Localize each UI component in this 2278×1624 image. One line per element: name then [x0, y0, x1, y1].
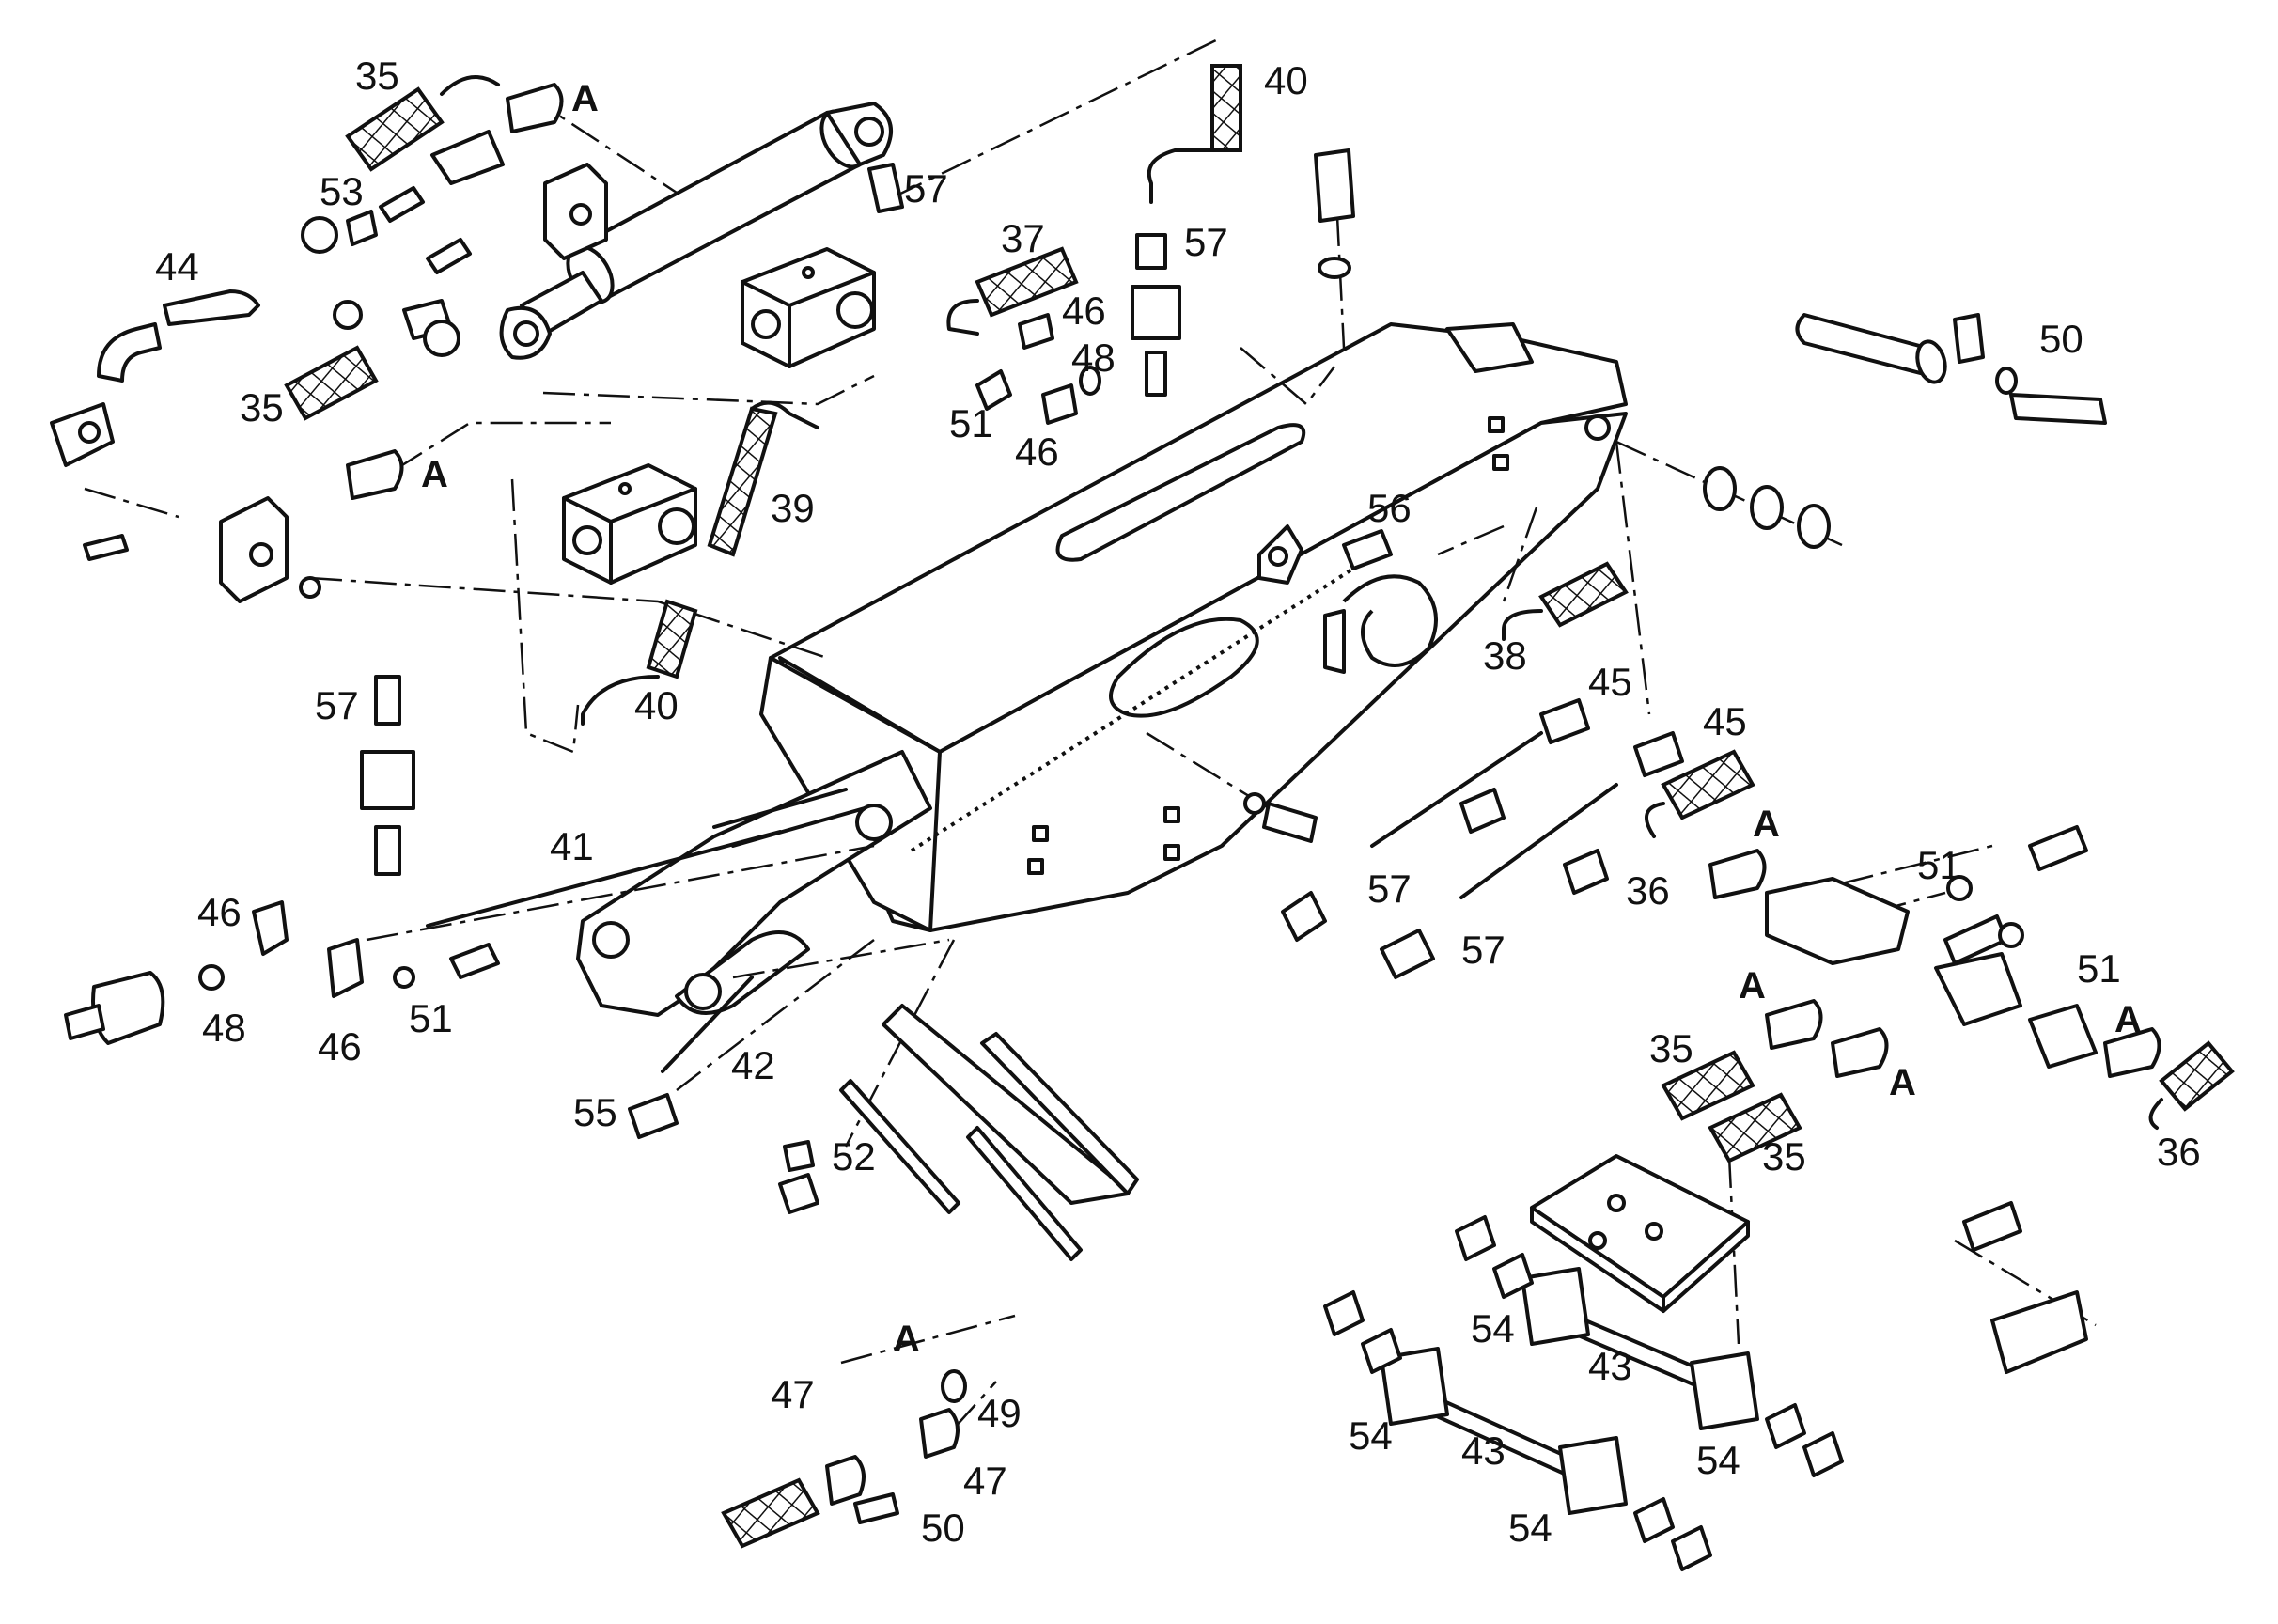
callout-47: 47	[963, 1459, 1007, 1503]
callout-46: 46	[318, 1024, 362, 1069]
callout-52: 52	[832, 1134, 876, 1179]
callout-48: 48	[1071, 336, 1116, 380]
callout-39: 39	[771, 486, 815, 530]
callout-47: 47	[771, 1372, 815, 1416]
callout-48: 48	[202, 1006, 246, 1050]
boom-frame	[576, 322, 1628, 1017]
callout-51: 51	[2077, 946, 2121, 991]
fittings	[50, 130, 2107, 1261]
hydraulic-cylinder	[499, 102, 893, 360]
valve-block-upper	[741, 247, 876, 368]
callout-A: A	[2114, 999, 2142, 1040]
callout-54: 54	[1508, 1506, 1552, 1550]
mounting-plate-assembly	[1323, 1154, 2088, 1571]
valve-block-lower	[562, 463, 697, 585]
callout-51: 51	[949, 401, 993, 445]
callout-56: 56	[1367, 486, 1412, 530]
callout-44: 44	[155, 244, 199, 289]
callout-53: 53	[320, 169, 364, 213]
callout-36: 36	[2157, 1130, 2201, 1174]
callout-50: 50	[921, 1506, 965, 1550]
callout-54: 54	[1471, 1306, 1515, 1351]
callout-46: 46	[197, 890, 242, 934]
callout-36: 36	[1626, 868, 1670, 913]
flange-block-upper	[543, 163, 608, 260]
flange-assemblies	[346, 83, 2161, 1524]
callout-40: 40	[1264, 58, 1308, 102]
callout-41: 41	[550, 824, 594, 868]
callout-35: 35	[1762, 1134, 1806, 1179]
callout-51: 51	[409, 996, 453, 1040]
callout-43: 43	[1461, 1429, 1506, 1473]
callout-45: 45	[1703, 699, 1747, 743]
callout-51: 51	[1917, 843, 1961, 887]
leader-lines	[84, 36, 2097, 1429]
callout-35: 35	[240, 385, 284, 429]
callout-A: A	[1889, 1062, 1916, 1103]
hose-assemblies	[97, 64, 2235, 1549]
callout-57: 57	[315, 683, 359, 727]
callout-A: A	[571, 78, 599, 119]
callout-A: A	[1739, 965, 1766, 1007]
callout-49: 49	[977, 1391, 1022, 1435]
callout-42: 42	[731, 1043, 775, 1087]
callout-54: 54	[1349, 1413, 1393, 1458]
callout-38: 38	[1483, 633, 1527, 678]
callout-45: 45	[1588, 660, 1632, 704]
callout-A: A	[893, 1319, 920, 1360]
callout-35: 35	[355, 54, 399, 98]
flange-block-left	[219, 496, 289, 603]
callout-57: 57	[1461, 928, 1506, 972]
callout-57: 57	[1367, 867, 1412, 911]
callout-46: 46	[1015, 429, 1059, 474]
callout-46: 46	[1062, 289, 1106, 333]
callout-37: 37	[1001, 216, 1045, 260]
callout-labels: 35 A 40 53 57 57 44 37 46 48 51 46 50 35…	[155, 54, 2201, 1550]
callout-55: 55	[573, 1090, 617, 1134]
callout-50: 50	[2039, 317, 2083, 361]
callout-43: 43	[1588, 1344, 1632, 1388]
callout-57: 57	[1184, 220, 1228, 264]
callout-35: 35	[1649, 1026, 1693, 1070]
callout-A: A	[1753, 804, 1780, 845]
callout-54: 54	[1696, 1438, 1740, 1482]
callout-A: A	[421, 454, 448, 495]
callout-40: 40	[634, 683, 679, 727]
callout-57: 57	[904, 166, 948, 211]
